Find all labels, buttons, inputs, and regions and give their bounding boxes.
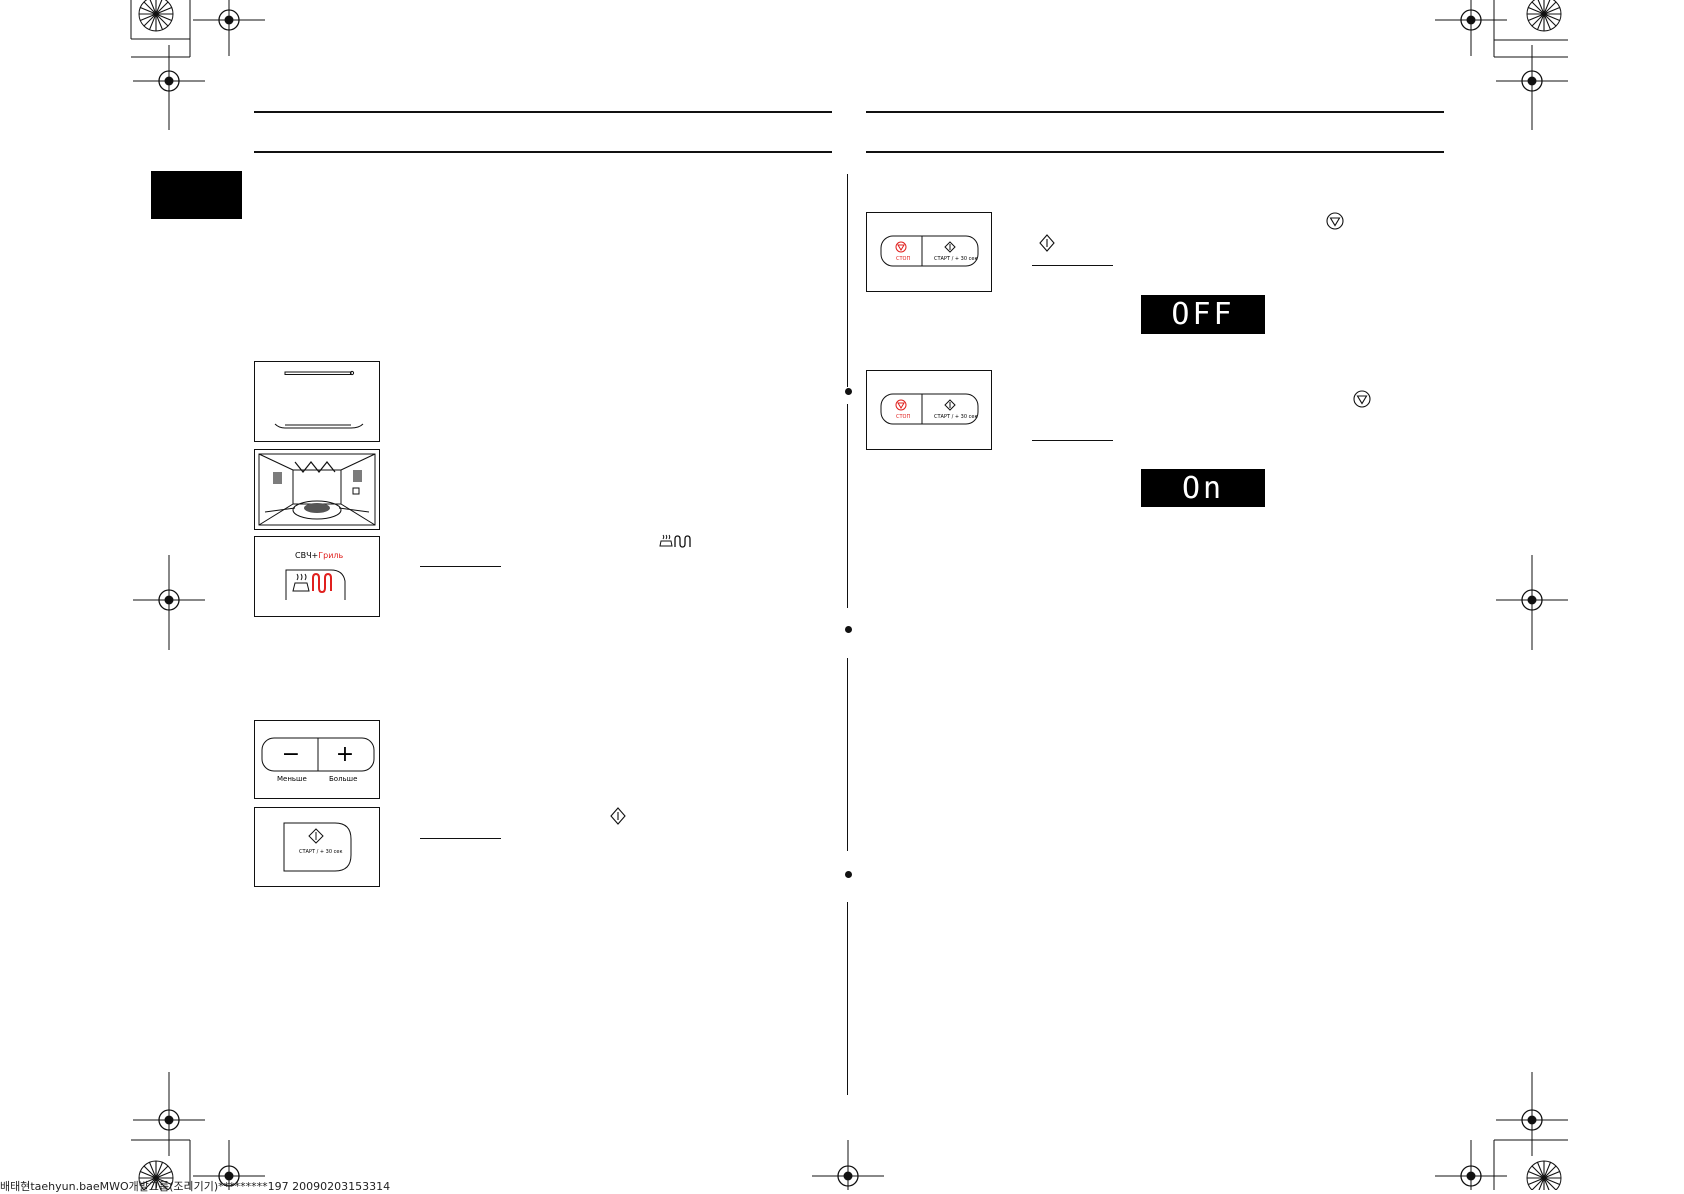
combo-mode-caption: СВЧ+Гриль (295, 551, 343, 560)
column-divider-4 (847, 902, 848, 1095)
stop-start-figure-1: СТОП СТАРТ / + 30 сек (866, 212, 992, 292)
stop-start-buttons-2 (880, 393, 979, 425)
combo-label-microwave: СВЧ+ (295, 551, 319, 560)
combo-mode-figure: СВЧ+Гриль (254, 536, 380, 617)
display-on: On (1141, 469, 1265, 507)
header-rule-left-top (254, 111, 832, 113)
combo-mode-icon (659, 534, 691, 548)
start-icon (308, 828, 324, 844)
start-label-1: СТАРТ / + 30 сек (934, 256, 978, 262)
heading-underline-3 (1032, 265, 1113, 266)
bullet-3 (845, 871, 852, 878)
bullet-2 (845, 626, 852, 633)
rack-illustration (274, 370, 364, 429)
start-button[interactable] (283, 821, 353, 873)
stop-start-figure-2: СТОП СТАРТ / + 30 сек (866, 370, 992, 450)
adjust-buttons-figure: − + Меньше Больше (254, 720, 380, 799)
column-divider-2 (847, 404, 848, 608)
stop-label-2: СТОП (896, 414, 911, 420)
plus-button[interactable]: + (335, 741, 355, 767)
start-icon-inline-2 (1039, 234, 1055, 252)
minus-label: Меньше (277, 775, 307, 783)
stop-icon-inline-1 (1326, 212, 1344, 230)
heading-underline-4 (1032, 440, 1113, 441)
stop-icon[interactable] (895, 399, 907, 411)
plus-label: Больше (329, 775, 358, 783)
start-button-label: СТАРТ / + 30 сек (299, 849, 343, 855)
combo-mode-button[interactable] (285, 561, 351, 601)
grill-icon (312, 572, 332, 594)
stop-icon[interactable] (895, 241, 907, 253)
racks-figure (254, 361, 380, 442)
start-icon[interactable] (944, 241, 956, 253)
bullet-1 (845, 388, 852, 395)
display-off: OFF (1141, 295, 1265, 334)
header-rule-right-top (866, 111, 1444, 113)
heading-underline-1 (420, 566, 501, 567)
stop-start-buttons-1 (880, 235, 979, 267)
header-rule-right-bottom (866, 151, 1444, 153)
print-slug: 배태현taehyun.baeMWO개발그룹(조리기기)*********197 … (0, 1180, 391, 1193)
header-rule-left-bottom (254, 151, 832, 153)
start-icon-inline (610, 807, 626, 825)
stop-icon-inline-2 (1353, 390, 1371, 408)
microwave-icon (292, 573, 310, 592)
language-tab (151, 171, 242, 219)
heading-underline-2 (420, 838, 501, 839)
start-button-figure: СТАРТ / + 30 сек (254, 807, 380, 887)
column-divider-3 (847, 658, 848, 851)
combo-label-grill: Гриль (318, 551, 344, 560)
column-divider-1 (847, 174, 848, 387)
minus-button[interactable]: − (281, 741, 301, 767)
oven-illustration (258, 453, 376, 526)
stop-label-1: СТОП (896, 256, 911, 262)
start-icon[interactable] (944, 399, 956, 411)
oven-interior-figure (254, 449, 380, 530)
start-label-2: СТАРТ / + 30 сек (934, 414, 978, 420)
adjust-buttons-outline (261, 737, 375, 772)
